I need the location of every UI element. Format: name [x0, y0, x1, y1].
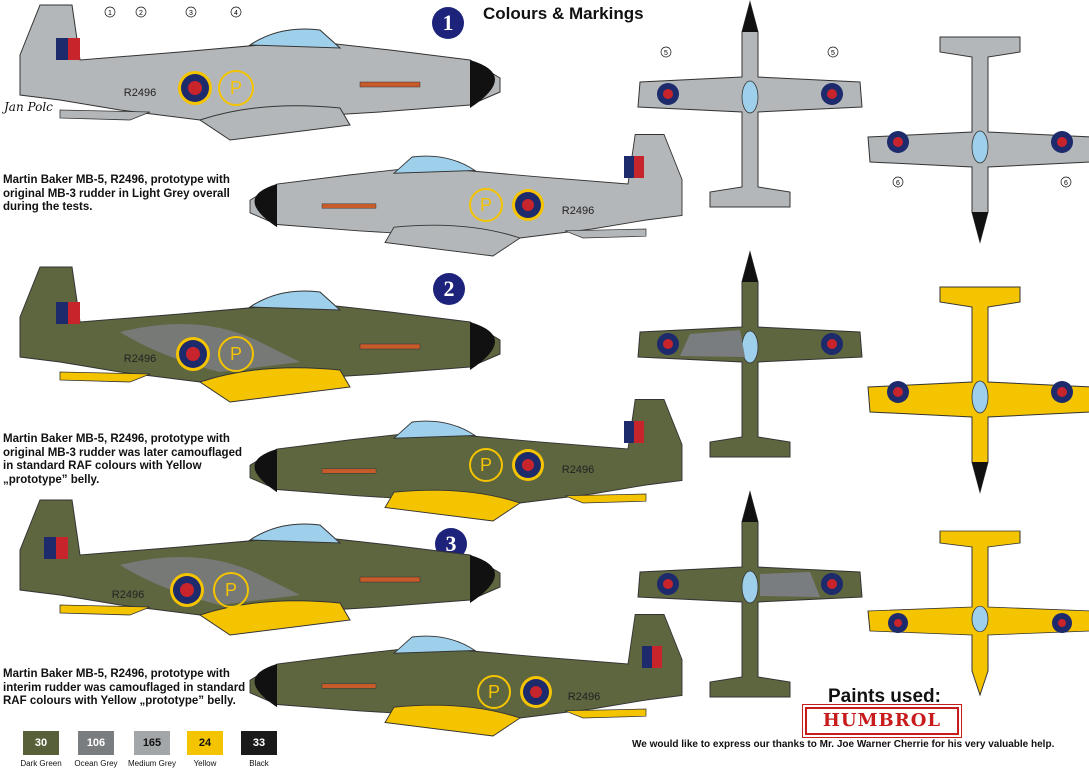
paint-chip-medium-grey: 165: [134, 731, 170, 755]
scheme-3-side-profile-left: R2496 P: [19, 499, 501, 636]
paint-label-dark-green: Dark Green: [20, 759, 62, 768]
paint-chip-yellow: 24: [187, 731, 223, 755]
scheme-1-top-view: [637, 1, 863, 208]
callout-5: 5: [664, 50, 668, 57]
serial-marking: R2496: [124, 353, 156, 365]
page-title: Colours & Markings: [483, 4, 644, 23]
scheme-2-badge: 2: [433, 273, 465, 305]
scheme-1-description: Martin Baker MB-5, R2496, prototype with…: [3, 174, 230, 213]
scheme-2-top-view: [637, 251, 863, 458]
scheme-1-bottom-view: [867, 36, 1089, 243]
callout-6: 6: [896, 180, 900, 187]
scheme-2-bottom-view: [867, 286, 1089, 493]
serial-marking: R2496: [562, 205, 594, 217]
acknowledgement: We would like to express our thanks to M…: [632, 739, 1055, 750]
scheme-2-side-profile-right: R2496 P: [249, 399, 683, 522]
paint-label-ocean-grey: Ocean Grey: [74, 759, 118, 768]
artist-signature: Jan Polc: [4, 100, 53, 114]
scheme-1-side-profile-left: R2496 P: [19, 4, 501, 141]
scheme-2-side-profile-left: R2496 P: [19, 266, 501, 403]
serial-marking: R2496: [568, 691, 600, 703]
paint-label-yellow: Yellow: [193, 759, 217, 768]
callout-2: 2: [139, 10, 143, 17]
humbrol-logo: HUMBROL: [805, 707, 959, 735]
callout-5b: 5: [831, 50, 835, 57]
scheme-2-description: Martin Baker MB-5, R2496, prototype with…: [3, 433, 242, 486]
code-letter-marking: P: [480, 195, 492, 215]
paint-chip-dark-green: 30: [23, 731, 59, 755]
paint-chip-ocean-grey: 106: [78, 731, 114, 755]
serial-marking: R2496: [562, 464, 594, 476]
scheme-3-description: Martin Baker MB-5, R2496, prototype with…: [3, 668, 246, 707]
serial-marking: R2496: [112, 589, 144, 601]
code-letter-marking: P: [230, 344, 242, 364]
paints-used-heading: Paints used:: [828, 686, 941, 707]
code-letter-marking: P: [480, 455, 492, 475]
callout-1: 1: [108, 10, 112, 17]
paint-chip-black: 33: [241, 731, 277, 755]
scheme-3-top-view: [637, 491, 863, 698]
code-letter-marking: P: [230, 78, 242, 98]
scheme-3-side-profile-right: R2496 P: [249, 614, 683, 737]
scheme-1-badge: 1: [432, 7, 464, 39]
scheme-1-side-profile-right: R2496 P: [249, 134, 683, 257]
callout-4: 4: [234, 10, 238, 17]
code-letter-marking: P: [488, 682, 500, 702]
callout-3: 3: [189, 10, 193, 17]
code-letter-marking: P: [225, 580, 237, 600]
scheme-3-bottom-view: [867, 530, 1089, 696]
paint-label-medium-grey: Medium Grey: [127, 759, 176, 768]
paint-label-black: Black: [249, 759, 269, 768]
callout-6b: 6: [1064, 180, 1068, 187]
serial-marking: R2496: [124, 87, 156, 99]
